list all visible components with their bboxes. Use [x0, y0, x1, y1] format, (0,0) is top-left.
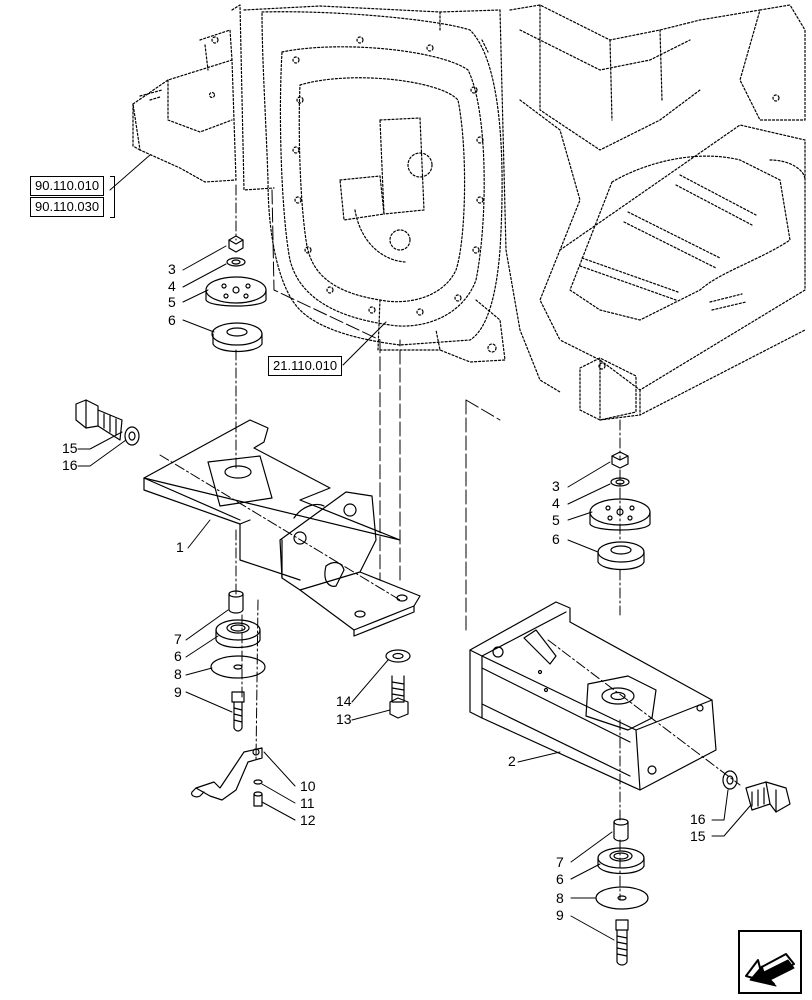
left-pin-14-13: [385, 649, 411, 719]
left-lower-parts: [210, 590, 266, 732]
callout-right-9: 9: [556, 907, 564, 923]
transmission-housing: [132, 4, 806, 421]
callout-left-10: 10: [300, 778, 316, 794]
assembly-lines: [159, 184, 741, 901]
callout-right-7: 7: [556, 854, 564, 870]
right-bolt-16-15: [722, 770, 791, 813]
callout-right-16: 16: [690, 811, 706, 827]
right-upper-parts: [589, 451, 651, 571]
callout-right-5: 5: [552, 512, 560, 528]
callout-left-13: 13: [336, 711, 352, 727]
callout-left-4: 4: [168, 278, 176, 294]
reference-bracket: [110, 176, 115, 218]
callout-support-1: 1: [176, 539, 184, 555]
callout-left-8: 8: [174, 666, 182, 682]
left-upper-parts: [205, 235, 267, 353]
reference-box-2[interactable]: 90.110.030: [30, 197, 105, 217]
next-page-arrow-icon: [745, 953, 795, 987]
callout-left-11: 11: [300, 795, 315, 811]
reference-box-3[interactable]: 21.110.010: [268, 356, 343, 376]
callout-support-2: 2: [508, 753, 516, 769]
callout-right-8: 8: [556, 890, 564, 906]
left-bolt-15-16: [75, 399, 140, 446]
callout-left-9: 9: [174, 684, 182, 700]
callout-left-14: 14: [336, 693, 352, 709]
callout-left-6b: 6: [174, 648, 182, 664]
callout-left-15: 15: [62, 440, 78, 456]
reference-box-1[interactable]: 90.110.010: [30, 176, 105, 196]
callout-left-3: 3: [168, 261, 176, 277]
next-page-button[interactable]: [738, 930, 802, 994]
front-support-left: [143, 419, 421, 637]
front-support-right: [469, 601, 717, 791]
callout-right-4: 4: [552, 495, 560, 511]
callout-left-5: 5: [168, 294, 176, 310]
leader-lines: [77, 154, 751, 941]
left-bracket-10-11-12: [191, 747, 263, 807]
callout-left-6: 6: [168, 312, 176, 328]
callout-right-6: 6: [552, 531, 560, 547]
callout-right-3: 3: [552, 478, 560, 494]
callout-left-16: 16: [62, 457, 78, 473]
callout-left-7: 7: [174, 631, 182, 647]
callout-left-12: 12: [300, 812, 316, 828]
callout-right-15: 15: [690, 828, 706, 844]
right-lower-parts: [595, 818, 649, 966]
callout-right-6b: 6: [556, 871, 564, 887]
